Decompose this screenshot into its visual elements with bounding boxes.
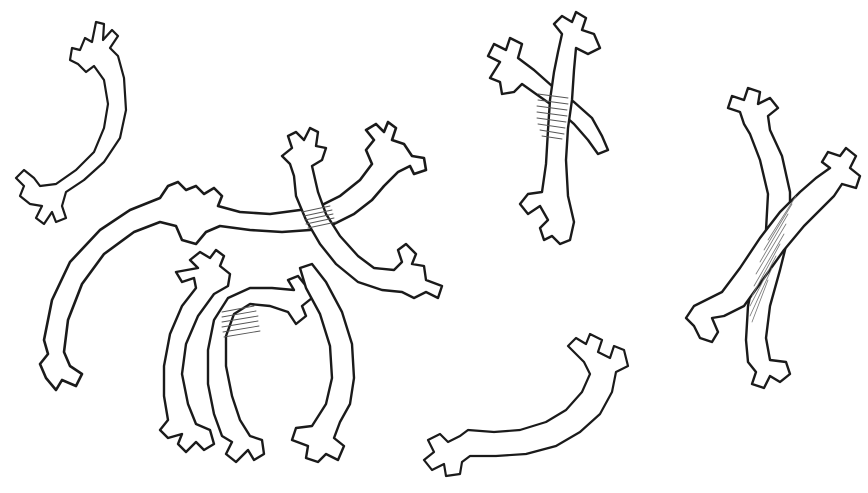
crossing-hatch xyxy=(221,305,261,338)
crossed-pair-far-right xyxy=(684,86,862,390)
spicule-long-arc xyxy=(38,120,428,392)
spicule-upper xyxy=(486,36,610,156)
single-spicule-bottom-center xyxy=(422,332,630,478)
spicule-body xyxy=(14,20,128,226)
crossing-hatch xyxy=(301,205,337,229)
spicule-tall-arc xyxy=(290,262,356,464)
crossed-pair-top-right xyxy=(486,10,610,246)
crossed-pair-center-bottom xyxy=(158,248,356,464)
spicule-left-arc xyxy=(158,248,232,454)
crossing-hatch xyxy=(536,93,569,140)
spicule-right-arc xyxy=(206,274,316,464)
crossed-pair-center-top xyxy=(38,120,444,392)
single-spicule-top-left xyxy=(14,20,128,226)
crossing-hatch xyxy=(749,195,797,323)
spicule-body xyxy=(422,332,630,478)
spicule-crossing xyxy=(280,126,444,300)
spicule-lower xyxy=(518,10,602,246)
